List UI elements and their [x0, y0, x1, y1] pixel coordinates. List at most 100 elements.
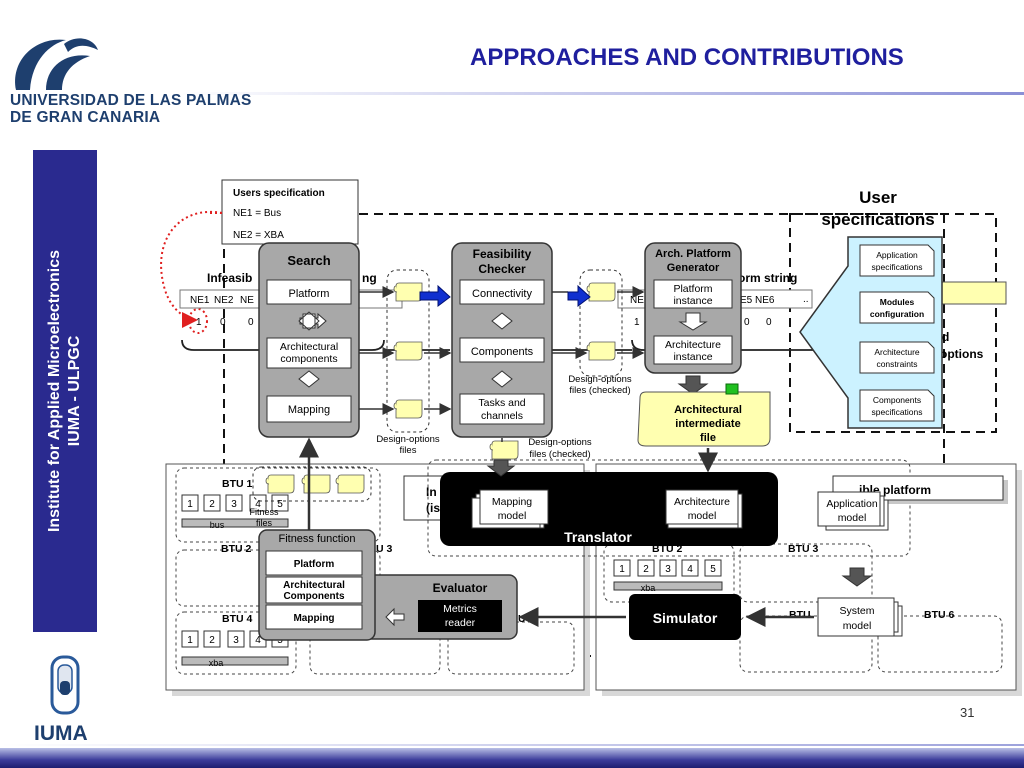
svg-text:0: 0 [766, 317, 772, 328]
svg-text:specifications: specifications [871, 262, 922, 272]
svg-text:files (checked): files (checked) [569, 385, 630, 396]
svg-text:Modules: Modules [880, 297, 915, 307]
svg-text:0: 0 [744, 317, 750, 328]
svg-text:Simulator: Simulator [653, 610, 718, 626]
svg-text:model: model [838, 512, 867, 524]
svg-text:file: file [700, 432, 716, 444]
svg-text:2: 2 [209, 635, 215, 646]
svg-text:BTU 1: BTU 1 [653, 472, 683, 484]
svg-text:Platform: Platform [673, 283, 712, 295]
svg-text:ng: ng [362, 271, 377, 285]
svg-text:orm string: orm string [738, 271, 797, 285]
svg-text:specifications: specifications [871, 407, 922, 417]
svg-text:BTU 1: BTU 1 [222, 478, 252, 490]
svg-text:intermediate: intermediate [675, 418, 740, 430]
svg-text:files: files [400, 445, 417, 456]
svg-text:Architecture: Architecture [674, 496, 730, 508]
svg-text:Tasks and: Tasks and [478, 397, 525, 409]
fitness-function-block: Fitness function Platform Architectural … [258, 529, 376, 641]
ulpgc-logo-icon [15, 38, 98, 90]
design-file-icon [393, 341, 423, 361]
svg-text:instance: instance [673, 351, 712, 363]
svg-text:Mapping: Mapping [492, 496, 532, 508]
svg-text:channels: channels [481, 410, 523, 422]
svg-text:xba: xba [641, 583, 656, 593]
svg-text:Architectural: Architectural [280, 341, 338, 353]
svg-text:Search: Search [287, 253, 330, 268]
svg-text:options: options [940, 347, 984, 361]
svg-text:model: model [498, 510, 527, 522]
evaluator-block: Evaluator Metrics reader [358, 574, 518, 640]
university-name: UNIVERSIDAD DE LAS PALMAS DE GRAN CANARI… [10, 92, 252, 126]
svg-text:1: 1 [187, 499, 193, 510]
svg-text:Evaluator: Evaluator [433, 581, 488, 595]
application-model-doc: Application model [817, 491, 889, 531]
svg-text:4: 4 [255, 635, 261, 646]
svg-text:configuration: configuration [870, 309, 924, 319]
svg-text:Components: Components [873, 395, 921, 405]
svg-text:Mapping: Mapping [288, 404, 330, 416]
svg-text:Translator: Translator [564, 529, 632, 545]
svg-text:Mapping: Mapping [293, 613, 334, 624]
svg-text:3: 3 [233, 635, 239, 646]
svg-text:components: components [280, 353, 337, 365]
svg-text:NE1 = Bus: NE1 = Bus [233, 208, 281, 219]
btu2-cells-right: 1 2 3 4 5 xba [613, 559, 723, 593]
svg-text:U 6: U 6 [518, 613, 535, 625]
fitness-files-group: Fitness files [249, 466, 372, 528]
svg-text:5: 5 [710, 564, 716, 575]
design-file-icon [393, 399, 423, 419]
svg-text:5: 5 [277, 499, 283, 510]
architectural-intermediate-file: Architectural intermediate file [637, 383, 771, 447]
svg-text:Connectivity: Connectivity [472, 288, 532, 300]
svg-text:d: d [942, 330, 949, 344]
svg-text:files: files [256, 518, 273, 528]
btu1-cells: 1 2 3 4 5 bus [181, 494, 289, 530]
translator-block: Translator Mapping model Architecture mo… [440, 472, 778, 546]
svg-text:NE: NE [240, 295, 254, 306]
svg-text:0: 0 [220, 317, 226, 328]
svg-text:System: System [839, 605, 874, 617]
svg-text:3: 3 [231, 499, 237, 510]
svg-text:In: In [426, 485, 437, 499]
svg-text:Architectural: Architectural [674, 404, 742, 416]
design-files-label: Design-options [376, 434, 440, 445]
svg-text:Fitness function: Fitness function [278, 533, 355, 545]
svg-text:Components: Components [283, 591, 345, 602]
feasible-platform-box: ible platform [832, 475, 1008, 504]
svg-text:Users specification: Users specification [233, 188, 325, 199]
spec-file-modules: Modules configuration [859, 291, 935, 324]
svg-text:Feasibility: Feasibility [473, 247, 532, 261]
svg-text:1: 1 [196, 317, 202, 328]
svg-text:NE: NE [630, 295, 644, 306]
iuma-logo-icon [50, 655, 80, 715]
svg-text:Metrics: Metrics [443, 603, 477, 615]
svg-text:files (checked): files (checked) [529, 449, 590, 460]
svg-text:Platform: Platform [289, 288, 330, 300]
infeasible-string-label: Infeasib [207, 271, 252, 285]
svg-text:NE2: NE2 [214, 295, 234, 306]
svg-text:2: 2 [643, 564, 649, 575]
simulator-block: Simulator [629, 594, 741, 640]
svg-text:0: 0 [248, 317, 254, 328]
flow-arrow-icon [419, 284, 451, 307]
svg-text:bus: bus [210, 520, 225, 530]
user-specifications-label: User [859, 188, 897, 207]
svg-text:(is: (is [426, 501, 440, 515]
svg-text:3: 3 [665, 564, 671, 575]
svg-text:Components: Components [471, 346, 534, 358]
svg-text:Arch. Platform: Arch. Platform [655, 248, 731, 260]
spec-file-application: Application specifications [859, 244, 935, 277]
svg-text:2: 2 [209, 499, 215, 510]
search-block: Search Platform Architectural components… [258, 242, 360, 438]
slide-title: APPROACHES AND CONTRIBUTIONS [470, 44, 904, 71]
svg-text:Architecture: Architecture [874, 347, 920, 357]
user-specifications-arrow [799, 236, 943, 429]
design-checked-label-2: Design-options [528, 437, 592, 448]
page-number: 31 [960, 705, 975, 720]
users-specification-box: Users specification NE1 = Bus NE2 = XBA [221, 179, 359, 245]
svg-text:Fitness: Fitness [249, 507, 279, 517]
svg-text:model: model [688, 510, 717, 522]
footer-rule [0, 744, 1024, 746]
